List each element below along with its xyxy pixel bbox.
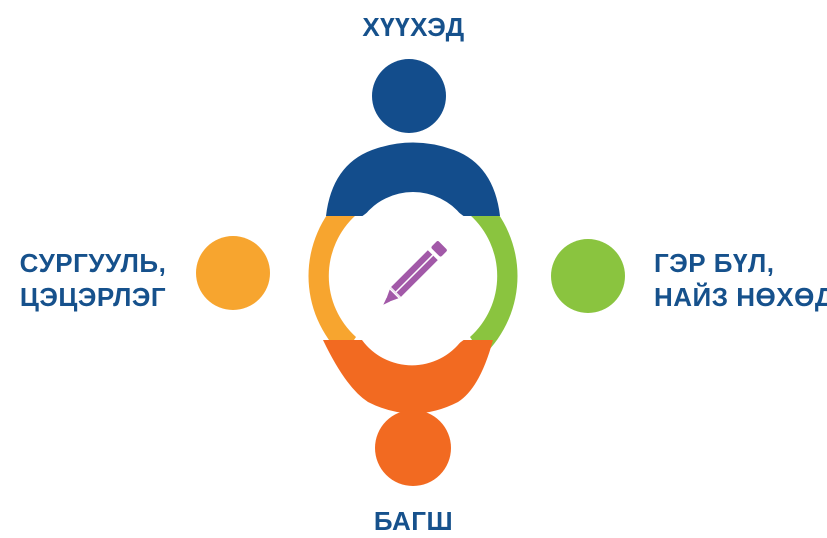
right-label: ГЭР БҮЛ, НАЙЗ НӨХӨД [654,246,827,314]
top-person-head [372,59,446,133]
right-label-line2: НАЙЗ НӨХӨД [654,282,827,312]
top-person-figure [326,59,500,216]
pencil-icon [383,241,447,305]
pencil-wood-tip [384,287,401,304]
pencil-eraser [431,241,447,257]
bottom-person-head [375,410,451,486]
right-person-head [551,239,625,313]
pencil-lead [383,297,391,305]
top-label: ХҮҮХЭД [0,10,827,44]
left-label-line1: СУРГУУЛЬ, [19,248,167,278]
right-person-figure [470,196,625,356]
right-label-line1: ГЭР БҮЛ, [654,248,775,278]
left-person-head [196,236,270,310]
bottom-person-body [323,340,493,414]
pencil-tip-line [389,287,401,299]
bottom-label: БАГШ [0,504,827,538]
pencil-groove [395,254,434,293]
top-label-text: ХҮҮХЭД [362,12,465,42]
bottom-label-text: БАГШ [373,506,454,536]
top-person-body [326,142,500,216]
left-label: СУРГУУЛЬ, ЦЭЦЭРЛЭГ [0,246,186,314]
bottom-person-figure [323,340,493,486]
left-label-line2: ЦЭЦЭРЛЭГ [19,282,167,312]
left-person-body [308,196,356,356]
left-person-figure [196,196,356,356]
right-person-body [470,196,518,356]
pencil-band [428,248,440,260]
